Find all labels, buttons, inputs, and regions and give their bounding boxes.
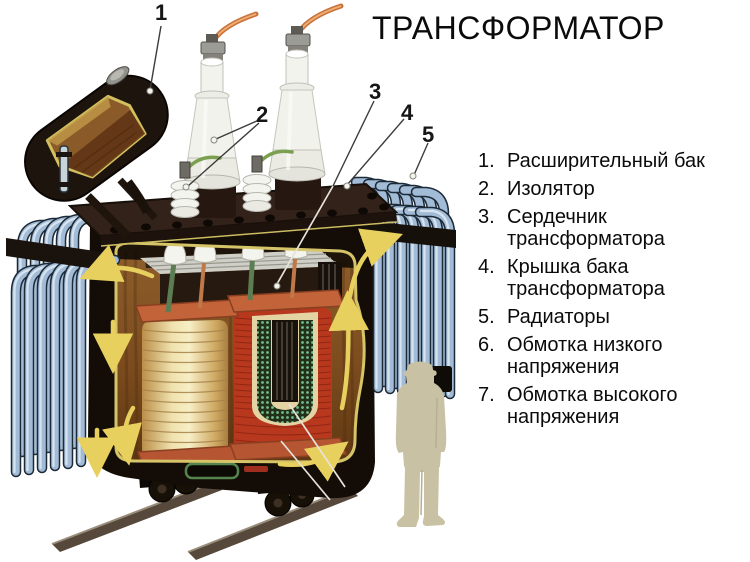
legend-label: Радиаторы [507, 306, 610, 328]
legend-label: Крышка бака трансформатора [507, 256, 665, 300]
expansion-tank [24, 66, 169, 239]
legend-item-4: 4. Крышка бака трансформатора [478, 256, 723, 300]
legend-number: 7. [478, 384, 495, 406]
legend-number: 4. [478, 256, 495, 278]
insulator-small-right [242, 149, 294, 212]
legend-label: Обмотка высокого напряжения [507, 384, 678, 428]
legend-label: Расширительный бак [507, 150, 705, 172]
legend-item-7: 7. Обмотка высокого напряжения [478, 384, 723, 428]
person-silhouette [395, 361, 447, 527]
page-title: ТРАНСФОРМАТОР [372, 10, 665, 46]
callout-2: 2 [256, 102, 269, 127]
legend-number: 5. [478, 306, 495, 328]
legend-label: Сердечник трансформатора [507, 206, 665, 250]
drain-handle [184, 462, 240, 480]
legend-label: Обмотка низкого напряжения [507, 334, 663, 378]
oil-level-gauge [56, 145, 72, 193]
radiator-right-clamp [360, 220, 456, 248]
legend-number: 6. [478, 334, 495, 356]
winding-left-cream [142, 320, 228, 458]
callout-1: 1 [155, 0, 168, 25]
winding-right-red [234, 308, 332, 452]
expansion-pipe [124, 179, 152, 215]
oil-flow-arrows [76, 228, 403, 482]
legend-item-2: 2. Изолятор [478, 178, 723, 200]
transformer-illustration [6, 3, 456, 560]
legend-item-1: 1. Расширительный бак [478, 150, 723, 172]
insulator-small-left [170, 155, 222, 218]
legend-item-3: 3. Сердечник трансформатора [478, 206, 723, 250]
tank-interior [116, 243, 365, 462]
leader-lines [146, 25, 429, 501]
callout-5: 5 [422, 122, 435, 147]
legend-list: 1. Расширительный бак 2. Изолятор 3. Сер… [478, 150, 723, 434]
legend-number: 3. [478, 206, 495, 228]
hv-lead-wire [296, 3, 344, 35]
winding-cut-reveal [252, 312, 318, 426]
rails [51, 481, 358, 560]
legend-item-6: 6. Обмотка низкого напряжения [478, 334, 723, 378]
legend-number: 1. [478, 150, 495, 172]
lv-winding-green [257, 320, 313, 423]
radiator-left [6, 216, 115, 472]
legend-number: 2. [478, 178, 495, 200]
radiator-left-clamp [6, 238, 102, 270]
callout-4: 4 [401, 100, 414, 125]
legend-item-5: 5. Радиаторы [478, 306, 723, 328]
drain-valve-mark [244, 466, 268, 472]
callout-3: 3 [369, 79, 382, 104]
bushing-right [268, 3, 344, 210]
legend-label: Изолятор [507, 178, 595, 200]
hv-lead-wire [211, 11, 259, 43]
